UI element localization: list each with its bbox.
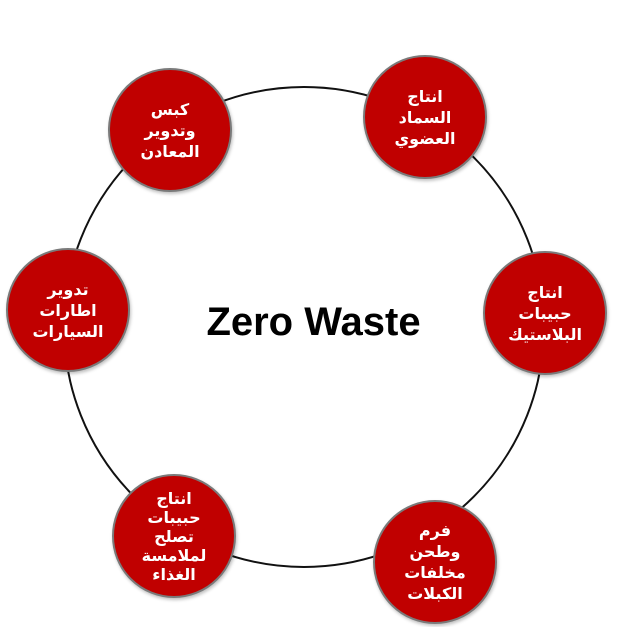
- node-line: العضوي: [394, 128, 456, 148]
- node-line: حبيبات: [518, 303, 572, 323]
- node-line: السيارات: [32, 321, 104, 341]
- node-cable-waste: فرم وطحن مخلفات الكبلات: [373, 500, 497, 624]
- node-line: تدوير: [47, 279, 89, 299]
- node-line: مخلفات: [404, 563, 466, 582]
- node-line: تصلح: [154, 526, 194, 546]
- node-organic-compost: انتاج السماد العضوي: [363, 55, 487, 179]
- node-plastic-granules: انتاج حبيبات البلاستيك: [483, 251, 607, 375]
- node-line: المعادن: [140, 141, 200, 161]
- center-title: Zero Waste: [206, 300, 421, 344]
- node-line: الكبلات: [407, 584, 463, 603]
- node-line: اطارات: [39, 300, 97, 320]
- node-line: كبس: [150, 99, 190, 119]
- node-tire-recycling: تدوير اطارات السيارات: [6, 248, 130, 372]
- node-line: وتدوير: [144, 120, 196, 140]
- node-line: السماد: [398, 107, 452, 127]
- node-line: لملامسة: [141, 545, 207, 565]
- node-metal-recycling: كبس وتدوير المعادن: [108, 68, 232, 192]
- node-line: انتاج: [407, 86, 443, 106]
- node-line: وطحن: [409, 542, 461, 561]
- node-line: فرم: [418, 521, 452, 540]
- node-line: انتاج: [156, 488, 192, 508]
- node-food-grade-granules: انتاج حبيبات تصلح لملامسة الغذاء: [112, 474, 236, 598]
- node-line: البلاستيك: [508, 324, 582, 344]
- node-line: حبيبات: [147, 507, 201, 527]
- node-line: الغذاء: [152, 564, 196, 584]
- node-line: انتاج: [527, 282, 563, 302]
